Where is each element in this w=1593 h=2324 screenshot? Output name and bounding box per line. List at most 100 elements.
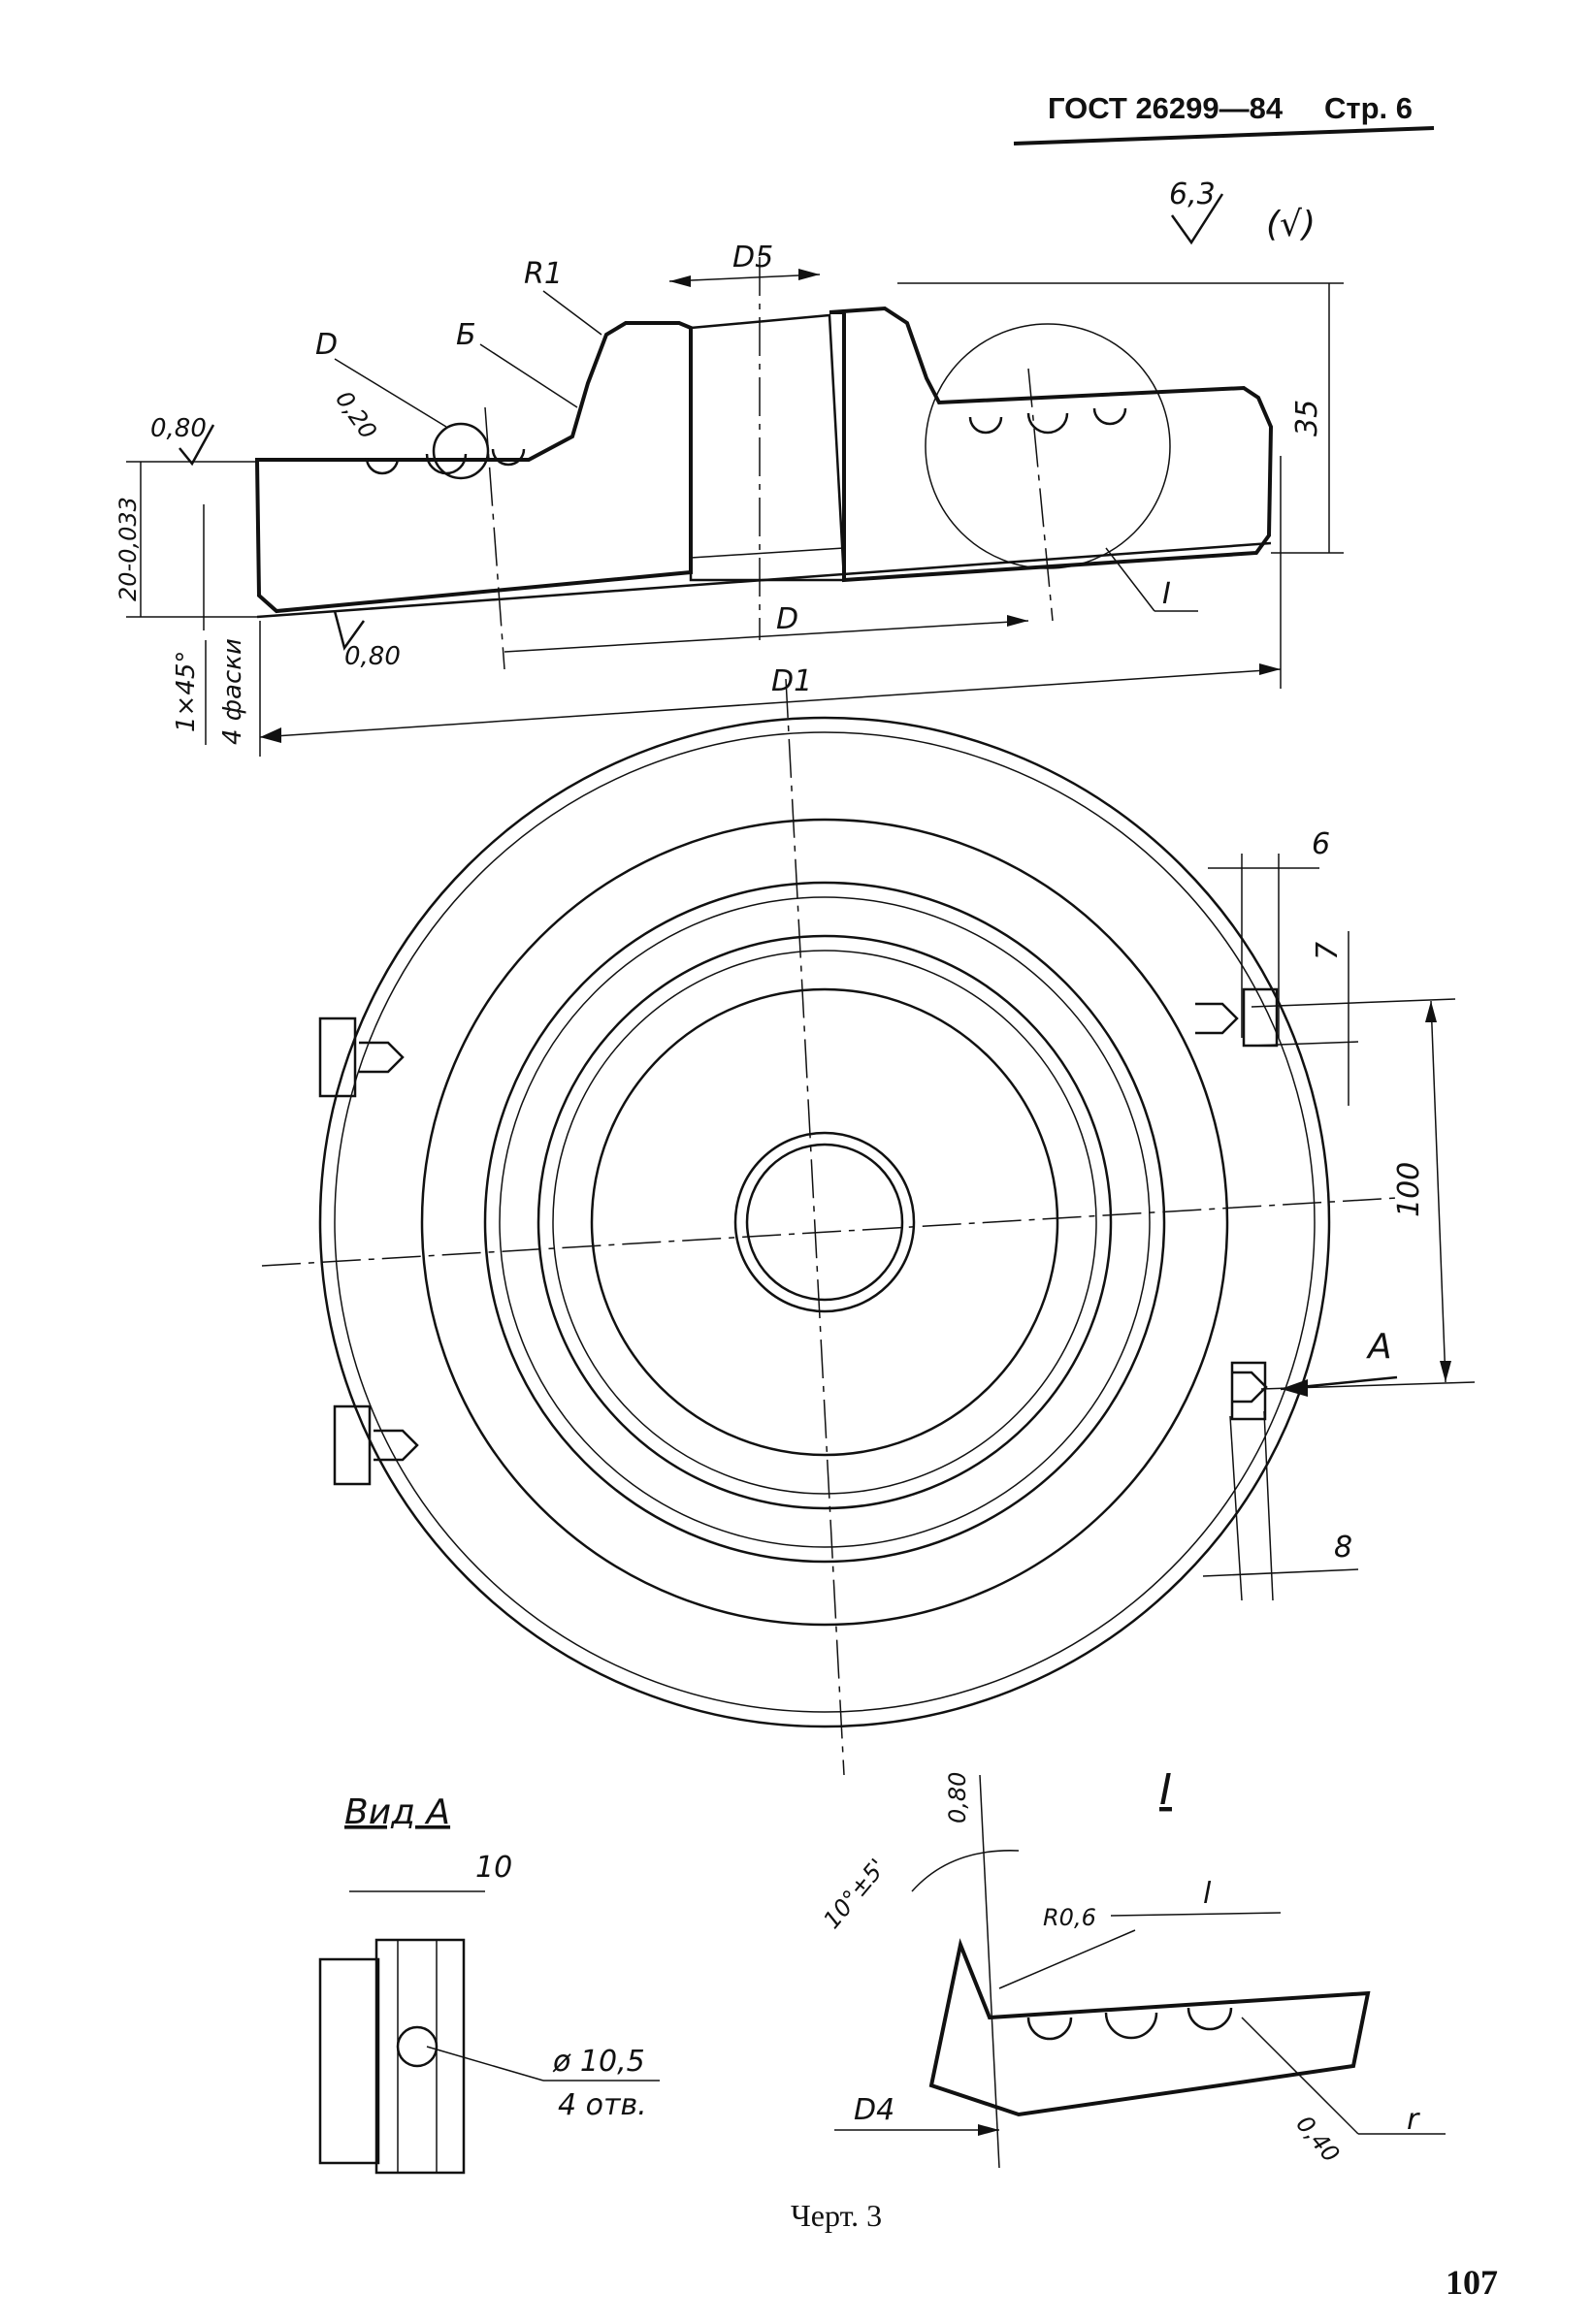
groove-right-1 xyxy=(968,416,1003,435)
notch-left-bottom xyxy=(333,1404,372,1486)
roughness-080-top-label: 0,80 xyxy=(150,414,207,443)
r-leader xyxy=(1241,2017,1359,2135)
section-view: D5 R1 D Б 0,20 0,80 20-0,033 35 1×45° 4 … xyxy=(114,241,1344,757)
d4-arrow xyxy=(978,2124,999,2136)
screw-right-bottom xyxy=(1232,1371,1268,1404)
ring-circle-6 xyxy=(590,987,1059,1457)
d5-label: D5 xyxy=(732,241,773,274)
b-label: Б xyxy=(456,318,476,352)
ring-circle-4 xyxy=(536,934,1113,1510)
notches-left xyxy=(318,1017,419,1486)
groove-right-2 xyxy=(1026,412,1069,435)
groove-left-1 xyxy=(365,457,400,475)
page-reference: Стр. 6 xyxy=(1324,91,1413,125)
chamfer-note-label: 4 фаски xyxy=(218,638,247,745)
view-a-body xyxy=(318,1957,380,2165)
d-arrow-right xyxy=(1007,615,1028,627)
dim7-ext-bottom xyxy=(1251,1041,1359,1047)
view-a-hole xyxy=(396,2025,439,2068)
groove-right-3 xyxy=(1092,407,1127,426)
notch-right-bottom xyxy=(1230,1361,1267,1421)
d1-arrow-left xyxy=(260,727,281,743)
detail-r06-label: R0,6 xyxy=(1043,1904,1096,1931)
page-number: 107 xyxy=(1446,2263,1498,2302)
figure-caption: Черт. 3 xyxy=(791,2198,882,2233)
detail-angle-label: 10°±5' xyxy=(818,1854,892,1934)
r1-label: R1 xyxy=(524,257,563,291)
roughness-080-bottom-label: 0,80 xyxy=(344,642,401,671)
detail-r-label: r xyxy=(1407,2103,1420,2137)
detail-i-body xyxy=(928,1938,1371,2117)
dim100-arrow-top xyxy=(1425,1001,1437,1022)
dim8-line xyxy=(1202,1568,1359,1577)
roughness-080-top-icon xyxy=(179,424,215,467)
roughness-other-mark: (√) xyxy=(1266,205,1316,244)
header-rule xyxy=(1013,126,1435,145)
outer-rim-inner-circle xyxy=(334,731,1316,1713)
d-diameter-label: D xyxy=(776,602,798,636)
dim100-line xyxy=(1430,1000,1447,1383)
ring-circle-2 xyxy=(483,881,1166,1564)
section-left-body xyxy=(254,321,693,614)
thickness-tolerance-label: 20-0,033 xyxy=(114,497,142,601)
view-a-detail: Вид А 10 ø 10,5 4 отв. xyxy=(318,1792,660,2175)
b-leader xyxy=(479,343,578,408)
d-dim-line xyxy=(504,620,1029,653)
l-dim-line xyxy=(1110,1912,1282,1917)
outer-rim-circle xyxy=(318,716,1331,1728)
d-leader xyxy=(334,358,447,428)
roughness-080-bottom-icon xyxy=(333,610,366,651)
dim8-ext-right xyxy=(1263,1410,1274,1601)
dim100-arrow-bottom xyxy=(1440,1361,1451,1382)
chamfer-label: 1×45° xyxy=(172,651,201,732)
detail-i-circle xyxy=(925,323,1171,569)
plan-horizontal-axis xyxy=(261,1197,1398,1267)
ball-circle xyxy=(432,422,490,480)
roughness-020-label: 0,20 xyxy=(330,386,382,444)
detail-i-title: I xyxy=(1159,1765,1172,1815)
r06-leader xyxy=(998,1929,1136,1989)
screw-left-bottom xyxy=(374,1429,419,1462)
d1-label: D1 xyxy=(771,664,812,698)
section-right-body xyxy=(829,306,1274,583)
view-a-title: Вид А xyxy=(344,1792,450,1832)
standard-number: ГОСТ 26299—84 xyxy=(1048,91,1284,125)
detail-d4-label: D4 xyxy=(854,2093,894,2127)
section-bottom-face xyxy=(256,541,1272,619)
detail-groove-3 xyxy=(1187,2007,1233,2031)
general-roughness-mark: 6,3 (√) xyxy=(1169,178,1316,245)
dim7-ext-top xyxy=(1251,998,1456,1008)
ball-axis-left xyxy=(484,406,505,670)
view-a-arrow-head xyxy=(1281,1379,1308,1397)
detail-groove-1 xyxy=(1026,2017,1073,2041)
detail-i-leader xyxy=(1105,547,1155,612)
angle-arc xyxy=(911,1850,1020,1892)
view-a-slot xyxy=(374,1938,466,2175)
detail-l-label: l xyxy=(1203,1877,1212,1911)
height-label: 35 xyxy=(1290,400,1324,436)
central-bore xyxy=(689,313,846,582)
view-a-hole-count: 4 отв. xyxy=(558,2088,647,2122)
r1-leader xyxy=(542,290,602,336)
groove-left-2 xyxy=(425,453,468,475)
groove-left-3 xyxy=(491,448,526,467)
section-grooves xyxy=(365,407,1127,475)
bore-circle-inner xyxy=(745,1143,904,1302)
detail-i-view: I 10°±5' 0,80 R0,6 l r D4 0,40 xyxy=(818,1765,1446,2169)
dim8-ext-left xyxy=(1229,1415,1243,1601)
d1-arrow-right xyxy=(1259,663,1281,675)
ring-circle-5 xyxy=(552,950,1097,1495)
d5-arrow-left xyxy=(669,275,691,287)
screw-left-top xyxy=(359,1041,405,1074)
dim-7-label: 7 xyxy=(1311,942,1345,960)
dim-100-label: 100 xyxy=(1392,1162,1426,1217)
notches-right xyxy=(1195,987,1279,1421)
detail-i-ref-label: I xyxy=(1162,577,1171,611)
bore-circle-outer xyxy=(733,1131,916,1313)
d5-dim-line xyxy=(668,274,821,282)
view-arrow-label: A xyxy=(1366,1327,1392,1367)
ring-circle-1 xyxy=(420,818,1229,1627)
d5-arrow-right xyxy=(798,269,820,280)
